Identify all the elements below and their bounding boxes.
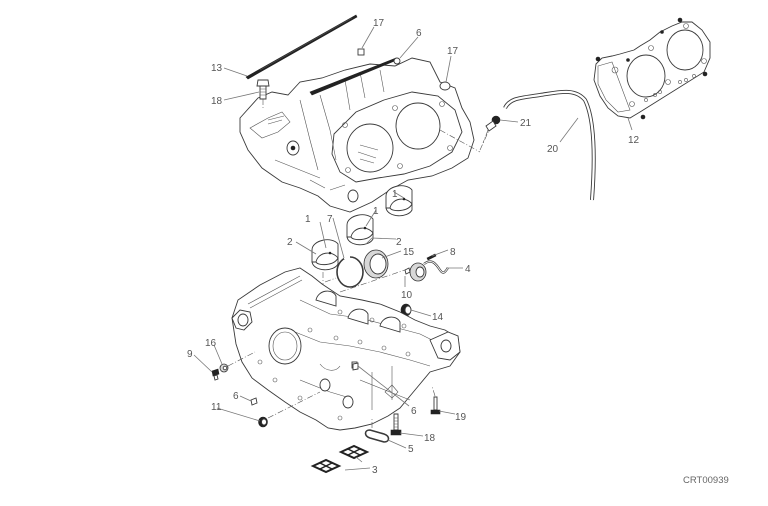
lower-crankcase[interactable] xyxy=(231,267,461,431)
long-bolt-19[interactable] xyxy=(430,385,441,415)
filter-gaskets-3[interactable] xyxy=(310,444,370,474)
callout-1-right: 1 xyxy=(392,189,398,200)
callout-14: 14 xyxy=(432,312,444,323)
callout-1-middle: 1 xyxy=(373,206,379,217)
callout-4: 4 xyxy=(465,264,471,275)
callout-5: 5 xyxy=(408,444,414,455)
sealing-washer-16[interactable] xyxy=(219,363,229,373)
upper-bolt-18[interactable] xyxy=(256,79,270,108)
bearing-shell-set-left[interactable] xyxy=(311,239,339,271)
callout-2-middle: 2 xyxy=(396,237,402,248)
lower-plug-right-6[interactable] xyxy=(352,362,359,371)
hose-union-21[interactable] xyxy=(482,115,501,144)
circlip-7[interactable] xyxy=(336,256,364,288)
callout-leaders xyxy=(193,26,633,471)
callout-12: 12 xyxy=(628,135,640,146)
callout-20: 20 xyxy=(547,144,559,155)
cylinder-dowel-17[interactable] xyxy=(439,81,451,91)
dowel-pin-10[interactable] xyxy=(404,267,411,275)
callout-11: 11 xyxy=(211,402,222,413)
bearing-shell-set-right[interactable] xyxy=(385,185,413,217)
callout-17-top: 17 xyxy=(373,18,385,29)
upper-crankcase[interactable] xyxy=(239,57,491,213)
callout-1-left: 1 xyxy=(305,214,311,225)
callout-19: 19 xyxy=(455,412,467,423)
bearing-shell-set-middle[interactable] xyxy=(346,214,374,246)
callout-3: 3 xyxy=(372,465,378,476)
callout-18-upper: 18 xyxy=(211,96,223,107)
callout-2-left: 2 xyxy=(287,237,293,248)
head-gasket-12[interactable] xyxy=(593,17,711,120)
o-ring-5[interactable] xyxy=(364,418,390,443)
drawing-code: CRT00939 xyxy=(683,475,729,486)
callout-17-right: 17 xyxy=(447,46,459,57)
callout-8: 8 xyxy=(450,247,456,258)
callout-16: 16 xyxy=(205,338,217,349)
callout-7: 7 xyxy=(327,214,333,225)
callout-6-top: 6 xyxy=(416,28,422,39)
lower-plug-left-6[interactable] xyxy=(250,397,258,406)
callout-6-lower-left: 6 xyxy=(233,391,239,402)
callout-18-lower: 18 xyxy=(424,433,436,444)
upper-plug-6[interactable] xyxy=(393,57,401,65)
upper-dowel-17[interactable] xyxy=(357,48,365,56)
threaded-plug-11[interactable] xyxy=(258,391,321,428)
oil-seal-15[interactable] xyxy=(363,249,389,279)
lower-bolt-18[interactable] xyxy=(390,413,402,436)
callout-21: 21 xyxy=(520,118,532,129)
callout-6-lower-right: 6 xyxy=(411,406,417,417)
callout-15: 15 xyxy=(403,247,415,258)
drain-screw-9[interactable] xyxy=(211,368,220,381)
callout-13: 13 xyxy=(211,63,223,74)
callout-10: 10 xyxy=(401,290,413,301)
speed-sensor-4[interactable] xyxy=(409,260,449,282)
callout-9: 9 xyxy=(187,349,193,360)
callout-labels: 13 18 17 6 17 21 20 12 1 1 1 7 2 2 15 8 … xyxy=(187,18,640,476)
